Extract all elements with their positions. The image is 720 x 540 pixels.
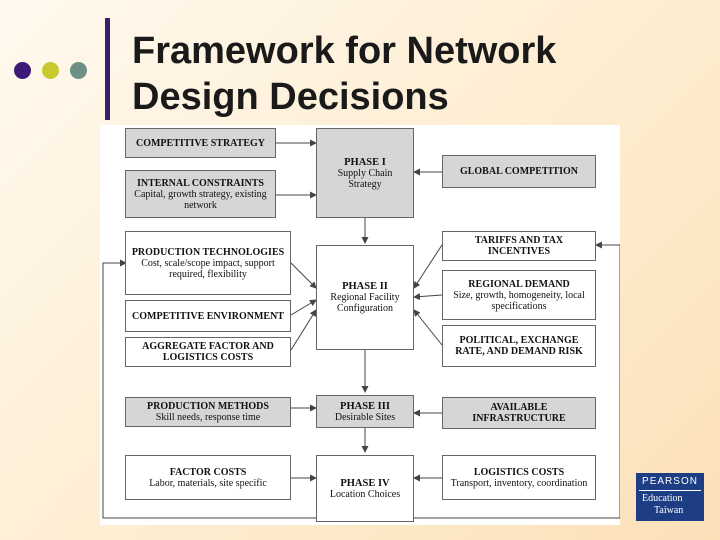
title-accent-line xyxy=(105,18,110,120)
box-heading: PHASE IV xyxy=(340,477,390,489)
box-heading: PHASE I xyxy=(344,156,386,168)
box-heading: TARIFFS AND TAX INCENTIVES xyxy=(474,235,564,257)
box-subtext: Regional Facility Configuration xyxy=(330,292,400,314)
tariffs-tax-incentives-box: TARIFFS AND TAX INCENTIVES xyxy=(442,231,596,261)
box-subtext: Supply Chain Strategy xyxy=(337,167,393,190)
box-heading: REGIONAL DEMAND xyxy=(468,278,570,290)
political-exchange-demand-risk-box: POLITICAL, EXCHANGE RATE, AND DEMAND RIS… xyxy=(442,325,596,367)
factor-costs-box: FACTOR COSTS Labor, materials, site spec… xyxy=(125,455,291,500)
box-heading: POLITICAL, EXCHANGE RATE, AND DEMAND RIS… xyxy=(455,335,583,357)
box-heading: PRODUCTION METHODS xyxy=(147,401,269,412)
box-subtext: Location Choices xyxy=(329,488,401,500)
regional-demand-box: REGIONAL DEMAND Size, growth, homogeneit… xyxy=(442,270,596,320)
bullet-dot-purple xyxy=(14,62,31,79)
box-subtext: Desirable Sites xyxy=(334,411,396,423)
logo-divider xyxy=(639,490,701,491)
box-heading: GLOBAL COMPETITION xyxy=(459,166,579,177)
logo-brand: PEARSON xyxy=(642,476,698,487)
bullet-dot-teal xyxy=(70,62,87,79)
production-methods-box: PRODUCTION METHODS Skill needs, response… xyxy=(125,397,291,427)
phase-1-box: PHASE I Supply Chain Strategy xyxy=(316,128,414,218)
phase-4-box: PHASE IV Location Choices xyxy=(316,455,414,522)
pearson-education-logo: PEARSON Education Taiwan xyxy=(636,473,704,521)
box-heading: FACTOR COSTS xyxy=(169,466,247,478)
network-design-diagram: COMPETITIVE STRATEGY INTERNAL CONSTRAINT… xyxy=(100,125,620,525)
production-technologies-box: PRODUCTION TECHNOLOGIES Cost, scale/scop… xyxy=(125,231,291,295)
box-subtext: Capital, growth strategy, existing netwo… xyxy=(134,188,267,211)
competitive-strategy-box: COMPETITIVE STRATEGY xyxy=(125,128,276,158)
box-heading: AVAILABLE INFRASTRUCTURE xyxy=(472,402,566,424)
box-subtext: Transport, inventory, coordination xyxy=(450,477,588,489)
box-heading: LOGISTICS COSTS xyxy=(473,466,565,478)
box-heading: PRODUCTION TECHNOLOGIES xyxy=(131,246,285,258)
logistics-costs-box: LOGISTICS COSTS Transport, inventory, co… xyxy=(442,455,596,500)
box-heading: AGGREGATE FACTOR AND LOGISTICS COSTS xyxy=(142,341,274,363)
box-subtext: Cost, scale/scope impact, support requir… xyxy=(141,257,275,280)
global-competition-box: GLOBAL COMPETITION xyxy=(442,155,596,188)
logo-line-2: Taiwan xyxy=(654,505,684,516)
box-subtext: Skill needs, response time xyxy=(155,412,261,423)
box-heading: COMPETITIVE STRATEGY xyxy=(135,137,265,149)
internal-constraints-box: INTERNAL CONSTRAINTS Capital, growth str… xyxy=(125,170,276,218)
box-heading: INTERNAL CONSTRAINTS xyxy=(137,177,264,189)
box-subtext: Labor, materials, site specific xyxy=(149,477,267,489)
box-heading: PHASE II xyxy=(342,281,388,292)
competitive-environment-box: COMPETITIVE ENVIRONMENT xyxy=(125,300,291,332)
phase-2-box: PHASE II Regional Facility Configuration xyxy=(316,245,414,350)
phase-3-box: PHASE III Desirable Sites xyxy=(316,395,414,428)
bullet-dot-yellow xyxy=(42,62,59,79)
box-subtext: Size, growth, homogeneity, local specifi… xyxy=(453,289,585,312)
box-heading: PHASE III xyxy=(340,400,390,412)
title-line-1: Framework for Network xyxy=(132,30,557,72)
logo-line-1: Education xyxy=(642,493,683,504)
aggregate-factor-logistics-costs-box: AGGREGATE FACTOR AND LOGISTICS COSTS xyxy=(125,337,291,367)
box-heading: COMPETITIVE ENVIRONMENT xyxy=(132,310,284,322)
available-infrastructure-box: AVAILABLE INFRASTRUCTURE xyxy=(442,397,596,429)
page-title: Framework for Network Design Decisions xyxy=(132,28,692,120)
title-line-2: Design Decisions xyxy=(132,76,449,118)
